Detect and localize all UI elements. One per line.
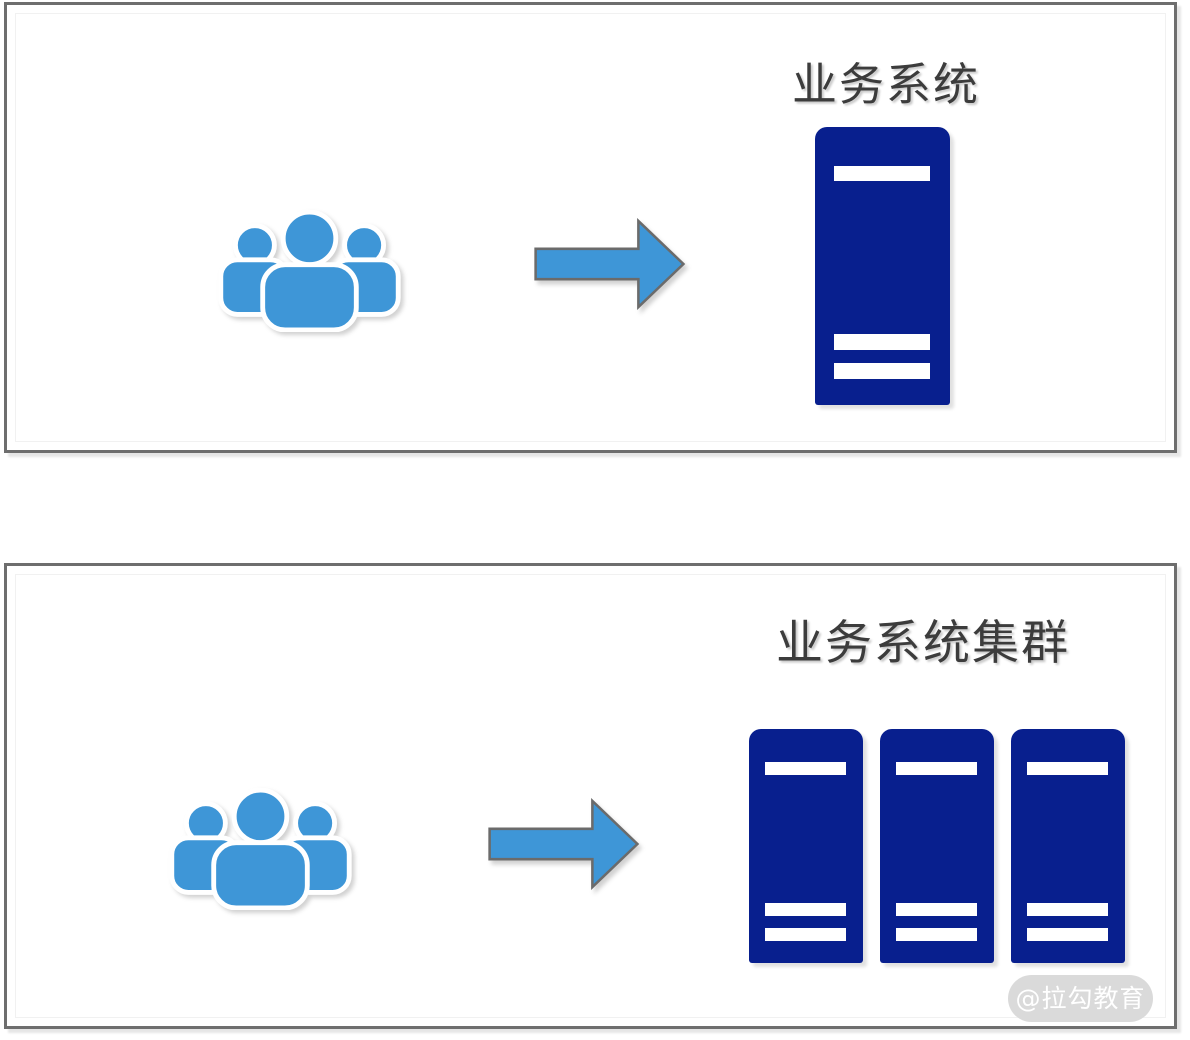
server-icon [880,729,994,963]
server-slot [1026,761,1108,775]
server-group [749,729,1125,963]
panel-title: 业务系统 [791,58,980,111]
server-slot [895,903,977,917]
server-slot [895,927,977,941]
server-slot [895,761,977,775]
server-slot [764,761,846,775]
server-slot [833,363,930,379]
watermark-badge: @拉勾教育 [1008,975,1153,1022]
server-slot [833,165,930,182]
server-slot [1026,903,1108,917]
users-group-icon [218,210,401,332]
panel-title: 业务系统集群 [776,616,1070,671]
panel-server-cluster: 业务系统集群 [4,563,1177,1029]
server-icon [1011,729,1125,963]
server-icon [815,127,950,405]
server-group [815,127,950,405]
server-slot [764,927,846,941]
server-icon [749,729,863,963]
right-arrow-icon [488,798,640,890]
server-slot [764,903,846,917]
users-group-icon [169,788,352,910]
right-arrow-icon [534,218,686,310]
panel-single-server: 业务系统 [4,2,1177,453]
server-slot [1026,927,1108,941]
server-slot [833,334,930,350]
